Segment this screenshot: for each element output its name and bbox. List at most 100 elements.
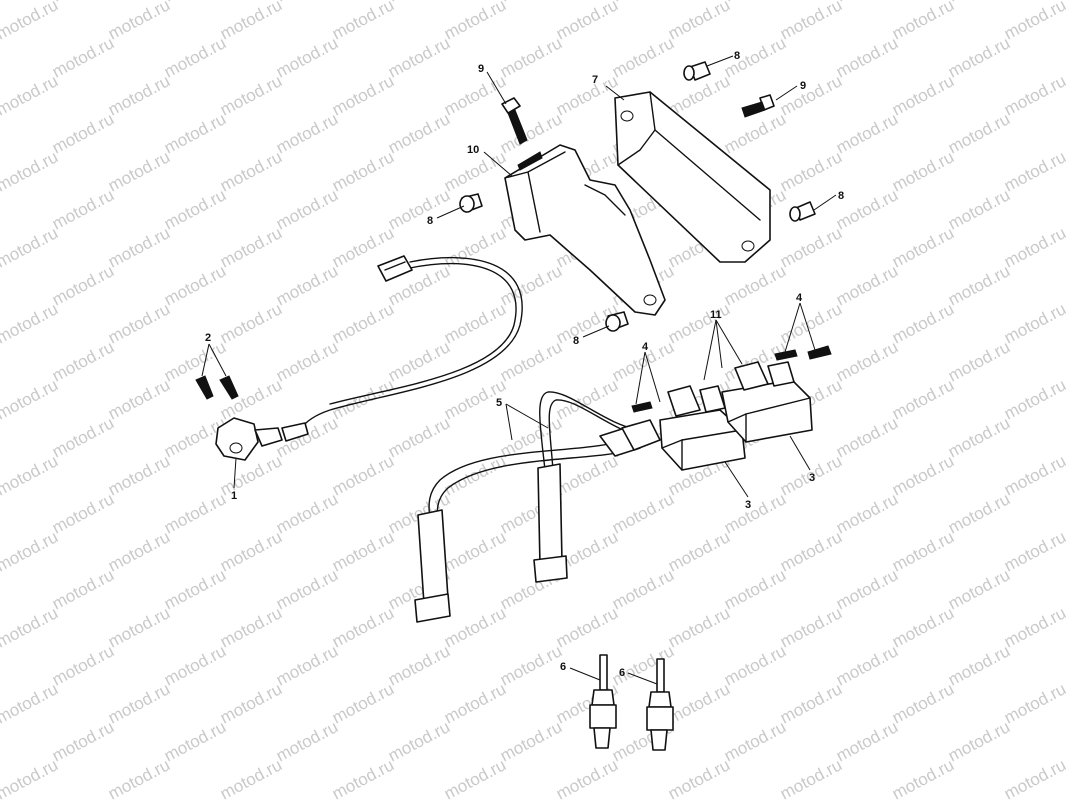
watermark-text: motod.ru [329,147,397,195]
watermark-text: motod.ru [217,0,285,44]
screw-pair [195,375,239,400]
watermark-text: motod.ru [497,33,565,81]
ignition-coil-left [659,385,746,471]
watermark-text: motod.ru [161,185,229,233]
watermark-text: motod.ru [777,679,845,727]
watermark-text: motod.ru [1001,223,1066,271]
watermark-text: motod.ru [441,527,509,575]
watermark-text: motod.ru [945,641,1013,689]
screw-top [501,97,528,145]
grommet-right [789,201,816,222]
watermark-text: motod.ru [0,679,61,727]
watermark-text: motod.ru [777,527,845,575]
callout-8-left: 8 [427,215,433,227]
callout-11: 11 [710,309,722,321]
watermark-text: motod.ru [1001,755,1066,800]
callout-1: 1 [231,490,237,502]
watermark-text: motod.ru [609,0,677,6]
watermark-text: motod.ru [497,261,565,309]
watermark-text: motod.ru [945,717,1013,765]
watermark-text: motod.ru [385,413,453,461]
watermark-text: motod.ru [273,489,341,537]
watermark-text: motod.ru [385,185,453,233]
grommet-bottom [605,311,629,332]
watermark-text: motod.ru [0,71,61,119]
watermark-text: motod.ru [553,71,621,119]
watermark-text: motod.ru [329,679,397,727]
watermark-text: motod.ru [105,527,173,575]
watermark-text: motod.ru [497,0,565,6]
watermark-text: motod.ru [273,109,341,157]
watermark-text: motod.ru [1001,603,1066,651]
watermark-text: motod.ru [721,565,789,613]
watermark-text: motod.ru [161,337,229,385]
callout-6-left: 6 [560,661,566,673]
leader-lines [201,55,837,685]
watermark-text: motod.ru [49,413,117,461]
watermark-text: motod.ru [161,641,229,689]
watermark-text: motod.ru [161,33,229,81]
watermark-text: motod.ru [553,375,621,423]
callout-8-bottom: 8 [573,335,579,347]
watermark-text: motod.ru [945,33,1013,81]
watermark-text: motod.ru [945,109,1013,157]
watermark-text: motod.ru [721,717,789,765]
watermark-text: motod.ru [441,679,509,727]
watermark-text: motod.ru [217,147,285,195]
watermark-text: motod.ru [0,603,61,651]
watermark-text: motod.ru [553,0,621,44]
watermark-text: motod.ru [833,261,901,309]
watermark-text: motod.ru [0,755,61,800]
coil-screws [631,345,832,413]
sensor [215,417,309,461]
watermark-text: motod.ru [889,147,957,195]
watermark-text: motod.ru [385,641,453,689]
watermark-text: motod.ru [217,755,285,800]
callout-6-right: 6 [619,667,625,679]
watermark-text: motod.ru [721,261,789,309]
watermark-text: motod.ru [1001,299,1066,347]
watermark-text: motod.ru [441,223,509,271]
spark-plug-right [646,658,674,751]
watermark-text: motod.ru [1001,375,1066,423]
callout-3-right: 3 [809,472,815,484]
watermark-text: motod.ru [273,185,341,233]
watermark-text: motod.ru [273,565,341,613]
watermark-text: motod.ru [49,185,117,233]
watermark-text: motod.ru [1001,451,1066,499]
watermark-text: motod.ru [777,603,845,651]
watermark-text: motod.ru [217,451,285,499]
watermark-text: motod.ru [1001,0,1066,44]
callout-2: 2 [205,332,211,344]
watermark-text: motod.ru [0,527,61,575]
watermark-text: motod.ru [665,299,733,347]
watermark-text: motod.ru [721,641,789,689]
callout-10: 10 [467,144,479,156]
spark-plug-left [589,654,617,749]
watermark-text: motod.ru [665,755,733,800]
watermark-text: motod.ru [217,71,285,119]
watermark-text: motod.ru [497,641,565,689]
watermark-text: motod.ru [329,71,397,119]
watermark-text: motod.ru [329,299,397,347]
watermark-text: motod.ru [441,299,509,347]
watermark-text: motod.ru [833,565,901,613]
watermark-text: motod.ru [273,641,341,689]
watermark-text: motod.ru [49,261,117,309]
callout-3-left: 3 [745,499,751,511]
watermark-text: motod.ru [49,109,117,157]
watermark-text: motod.ru [889,527,957,575]
watermark-text: motod.ru [833,109,901,157]
watermark-text: motod.ru [385,337,453,385]
ignition-control-unit [614,91,771,263]
watermark-text: motod.ru [777,0,845,44]
callout-labels: 9 7 8 9 10 8 8 8 2 4 4 11 5 1 3 3 6 6 [205,50,844,679]
watermark-text: motod.ru [0,299,61,347]
watermark-text: motod.ru [889,451,957,499]
watermark-text: motod.ru [49,33,117,81]
watermark-text: motod.ru [49,0,117,6]
watermark-text: motod.ru [217,299,285,347]
watermark-text: motod.ru [105,71,173,119]
watermark-text: motod.ru [441,71,509,119]
